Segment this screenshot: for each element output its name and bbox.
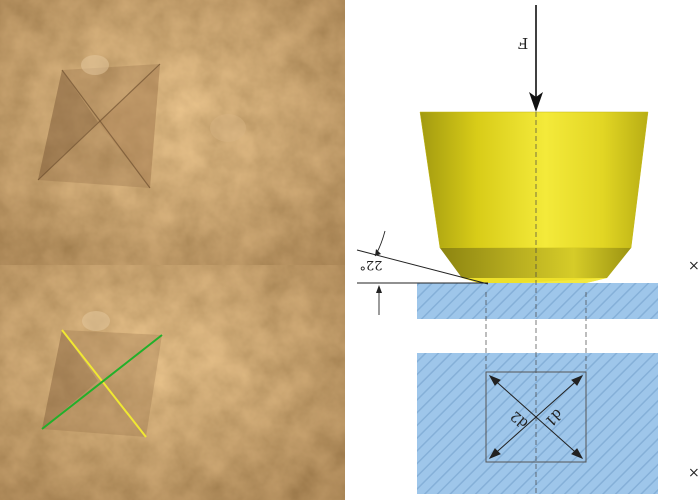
micrograph-indent-unmarked — [0, 0, 345, 265]
force-label: F — [518, 34, 528, 52]
side-marker-top: × — [688, 258, 700, 274]
angle-annotation — [356, 230, 489, 315]
specimen-side — [417, 283, 658, 319]
diagonal-d2 — [488, 375, 584, 459]
diagonal-mark-green — [41, 334, 163, 430]
side-marker-bottom: × — [688, 465, 700, 481]
angle-label: 22° — [359, 257, 382, 272]
force-arrow — [529, 5, 543, 112]
micrograph-indent-measured — [0, 265, 345, 500]
indenter — [419, 111, 649, 295]
specimen-top — [417, 353, 658, 494]
vickers-schematic: F 22° — [345, 0, 700, 500]
indentation-pyramid — [37, 63, 161, 189]
impression-square — [485, 371, 587, 463]
diagonal-mark-yellow — [61, 329, 147, 438]
indentation-pyramid-measured — [42, 330, 162, 437]
